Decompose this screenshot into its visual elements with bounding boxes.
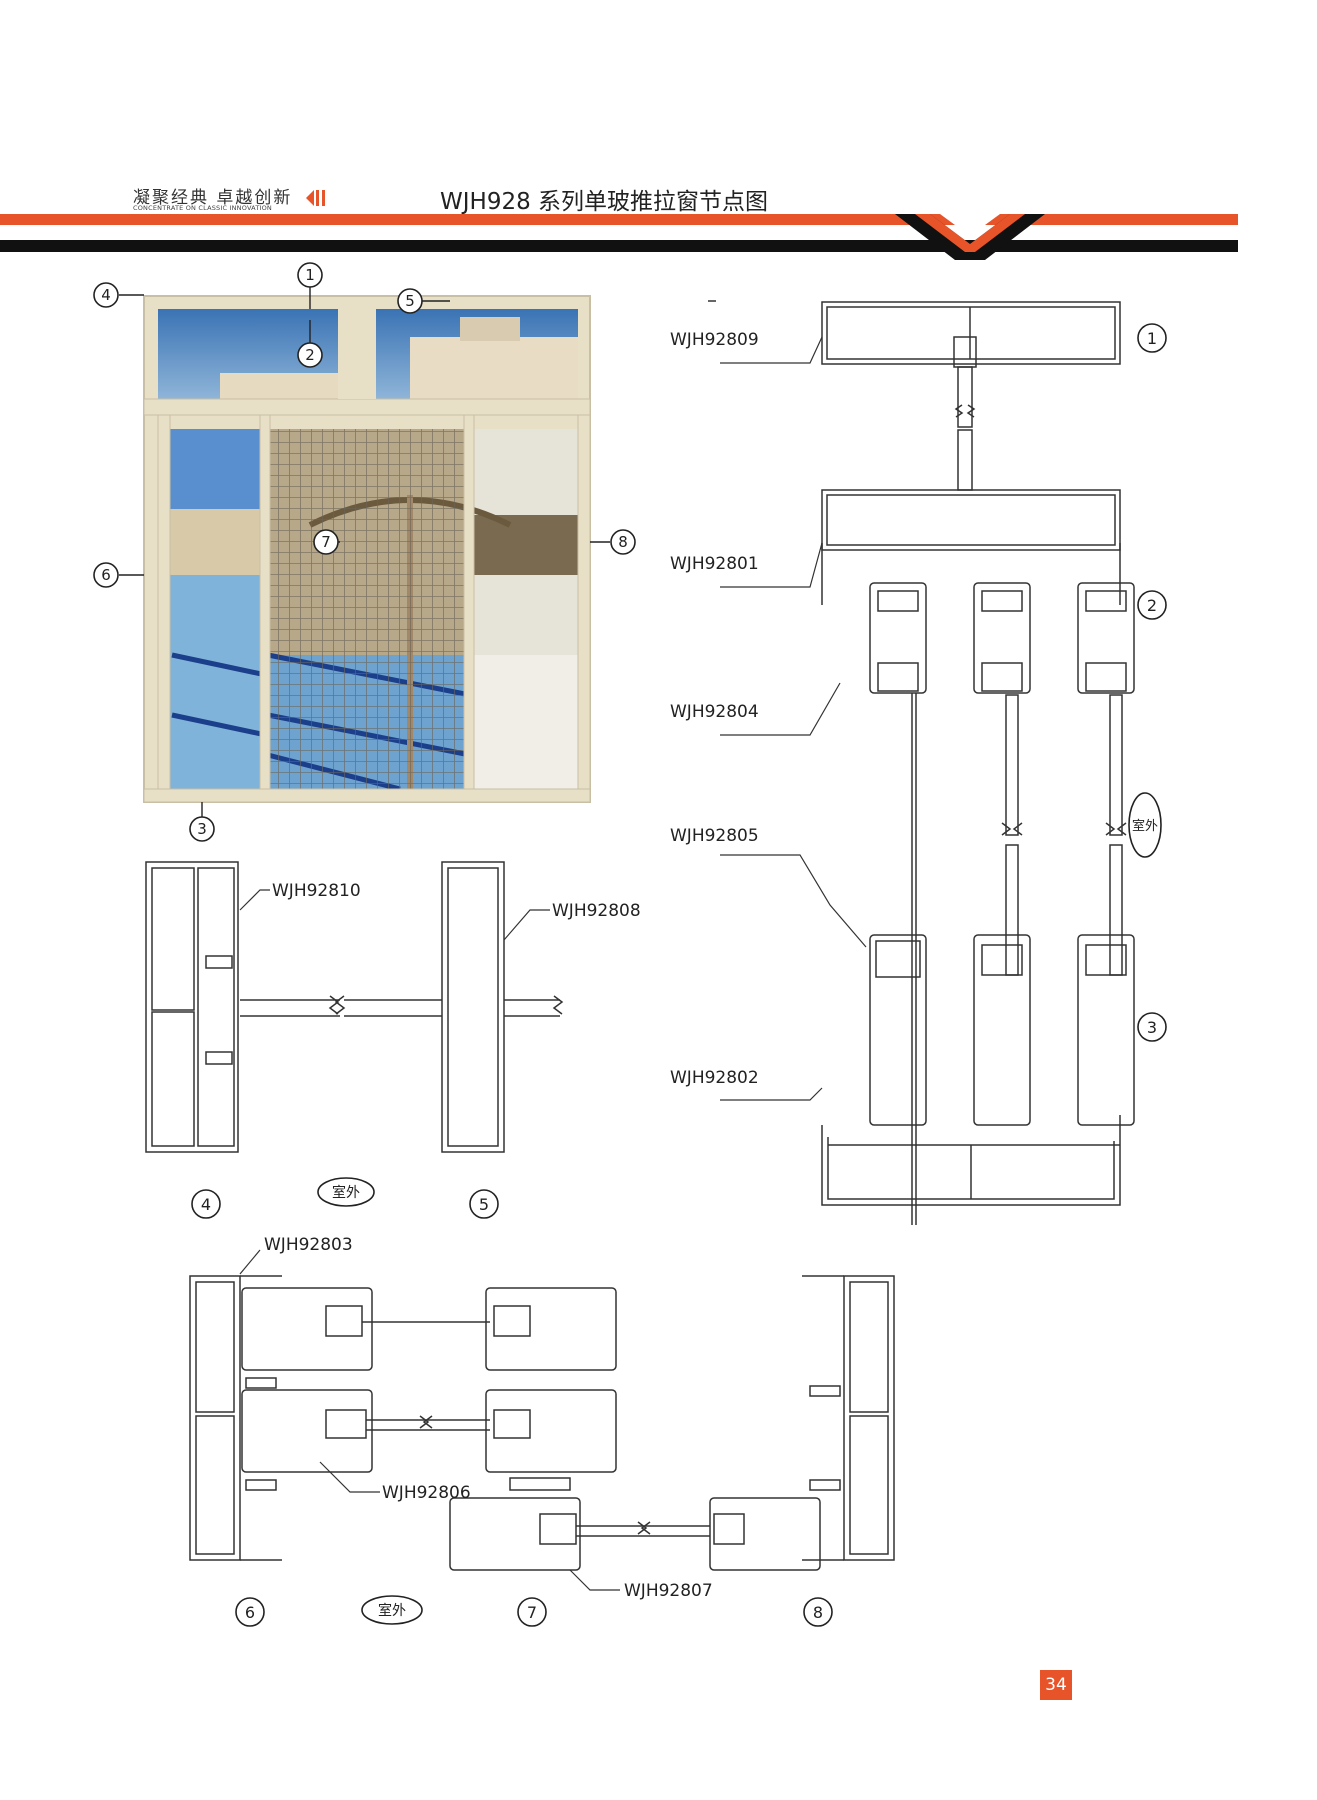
code-wjh92802: WJH92802 xyxy=(670,1068,759,1088)
header-stripe-banner xyxy=(0,214,1238,260)
callout-4: 4 xyxy=(101,286,111,304)
section-number-5: 5 xyxy=(479,1195,489,1214)
outdoor-label-4-5: 室外 xyxy=(332,1184,360,1201)
page-number: 34 xyxy=(1040,1670,1072,1700)
outdoor-label-vertical: 室外 xyxy=(1132,818,1158,834)
code-wjh92807: WJH92807 xyxy=(624,1581,713,1601)
slogan-chinese: 凝聚经典 卓越创新 xyxy=(133,188,293,208)
callout-3: 3 xyxy=(197,820,207,838)
callout-6: 6 xyxy=(101,566,111,584)
section-4-5-drawing: 4 5 室外 WJH92810 WJH92808 xyxy=(145,861,641,1219)
section-number-6: 6 xyxy=(245,1603,255,1622)
section-number-8: 8 xyxy=(813,1603,823,1622)
callout-5: 5 xyxy=(405,292,415,310)
section-number-7: 7 xyxy=(527,1603,537,1622)
callout-1: 1 xyxy=(305,266,315,284)
code-wjh92805: WJH92805 xyxy=(670,826,759,846)
callout-7: 7 xyxy=(321,533,331,551)
callout-2: 2 xyxy=(305,346,315,364)
section-6-8-drawing: 6 7 8 室外 WJH92803 WJH92806 WJH92807 xyxy=(189,1235,895,1627)
code-wjh92808: WJH92808 xyxy=(552,901,641,921)
section-number-2: 2 xyxy=(1147,596,1157,615)
outdoor-label-6-8: 室外 xyxy=(378,1602,406,1619)
code-wjh92809: WJH92809 xyxy=(670,330,759,350)
code-wjh92803: WJH92803 xyxy=(264,1235,353,1255)
code-wjh92810: WJH92810 xyxy=(272,881,361,901)
section-number-1: 1 xyxy=(1147,329,1157,348)
code-wjh92804: WJH92804 xyxy=(670,702,759,722)
section-number-4: 4 xyxy=(201,1195,211,1214)
slogan-english: CONCENTRATE ON CLASSIC INNOVATION xyxy=(133,204,272,212)
section-number-3: 3 xyxy=(1147,1018,1157,1037)
logo-arrows-icon xyxy=(306,190,325,206)
vertical-section-drawing: 1 2 3 室外 WJH92809 WJH92801 WJH92804 WJH9… xyxy=(670,300,1167,1225)
code-wjh92801: WJH92801 xyxy=(670,554,759,574)
page-title: WJH928 系列单玻推拉窗节点图 xyxy=(440,189,769,215)
window-photo: 1 4 2 5 6 7 8 3 xyxy=(93,262,636,842)
code-wjh92806: WJH92806 xyxy=(382,1483,471,1503)
callout-8: 8 xyxy=(618,533,628,551)
